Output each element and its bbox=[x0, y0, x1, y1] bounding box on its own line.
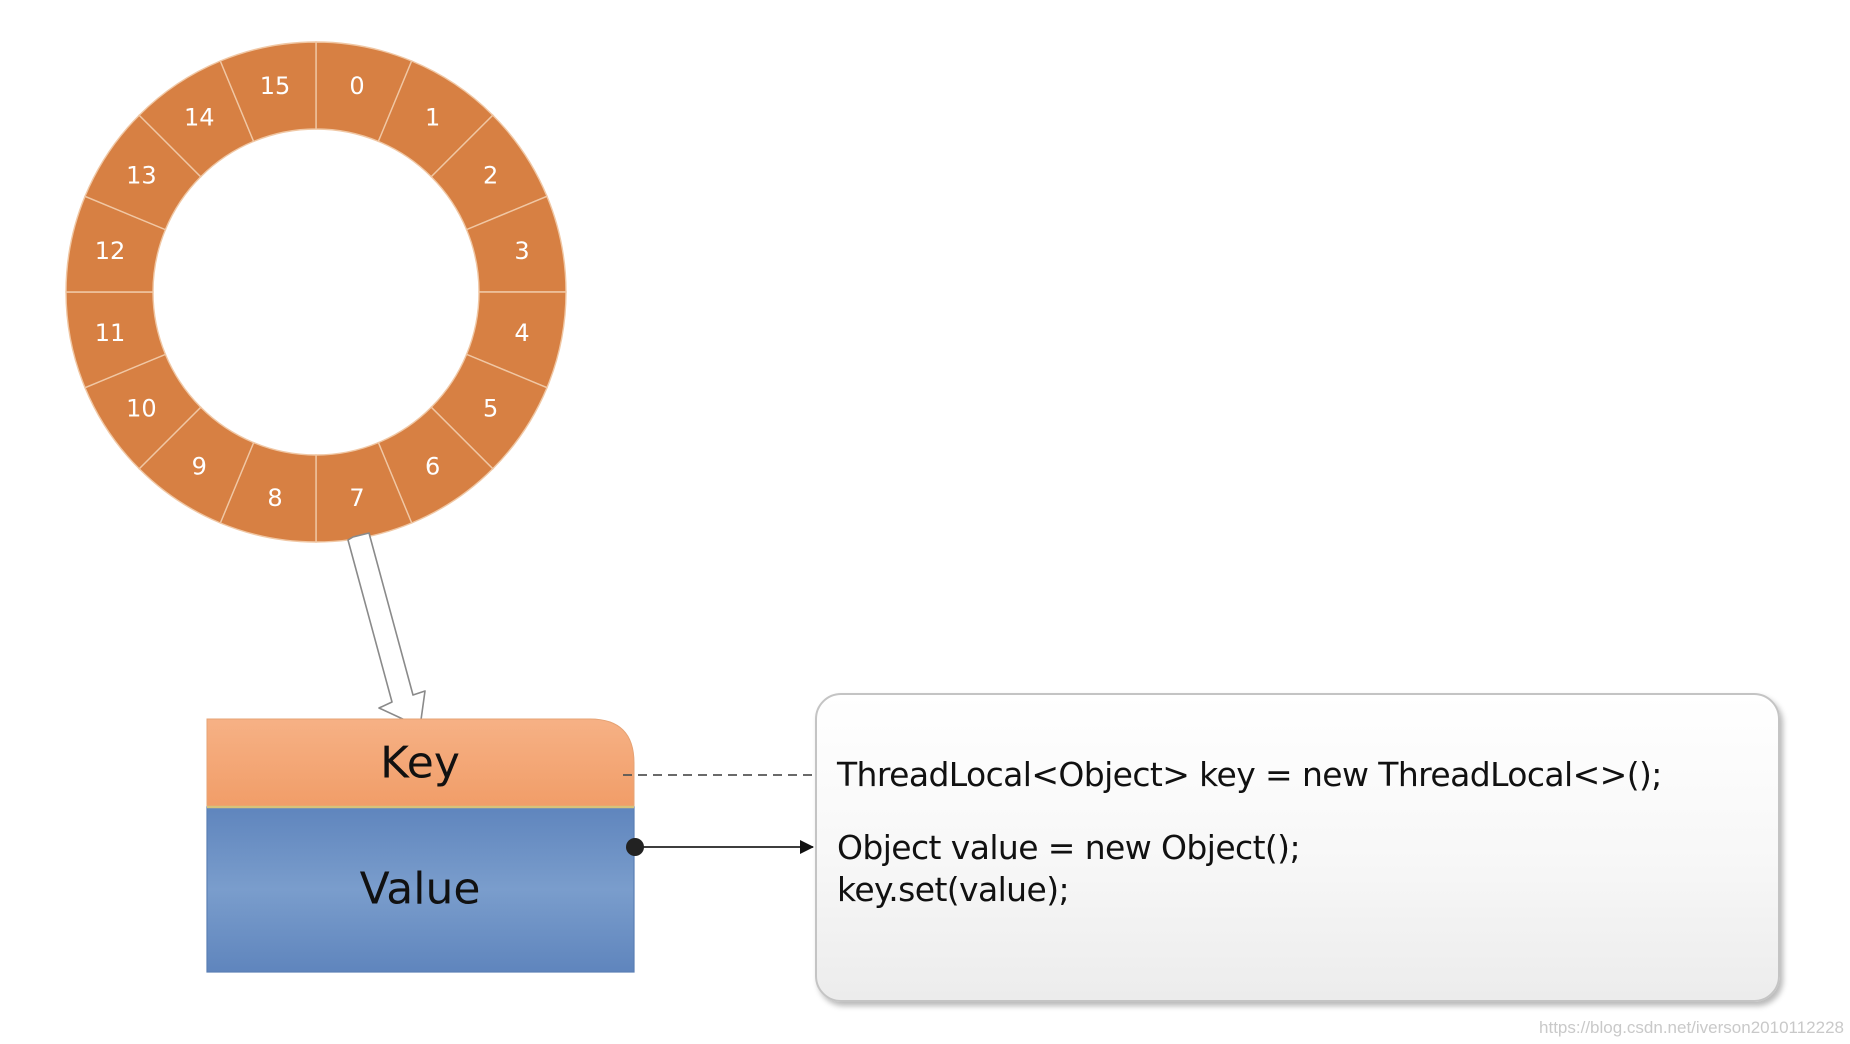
ring-slot-label-9: 9 bbox=[192, 453, 207, 481]
ring-slot-label-13: 13 bbox=[126, 161, 157, 189]
ring-slot-label-7: 7 bbox=[349, 484, 364, 512]
ring-slot-label-15: 15 bbox=[260, 72, 291, 100]
key-cell bbox=[206, 718, 635, 808]
value-cell bbox=[206, 806, 635, 973]
ring-slot-15 bbox=[219, 41, 317, 143]
ring-slot-label-1: 1 bbox=[425, 103, 440, 131]
hollow-down-arrow bbox=[347, 532, 426, 728]
code-line-threadlocal-declaration: ThreadLocal<Object> key = new ThreadLoca… bbox=[837, 755, 1662, 794]
watermark: https://blog.csdn.net/iverson2010112228 bbox=[1539, 1018, 1844, 1037]
map-entry: Key Value bbox=[206, 718, 635, 973]
value-connector-dot bbox=[626, 838, 644, 856]
ring-slot-label-10: 10 bbox=[126, 395, 157, 423]
ring-slot-label-12: 12 bbox=[95, 237, 126, 265]
ring-slot-label-0: 0 bbox=[349, 72, 364, 100]
ring-slot-label-4: 4 bbox=[514, 319, 529, 347]
ring-slot-label-14: 14 bbox=[184, 103, 215, 131]
ring-slot-label-11: 11 bbox=[95, 319, 126, 347]
ring-slot-label-5: 5 bbox=[483, 395, 498, 423]
value-label: Value bbox=[360, 864, 481, 915]
key-label: Key bbox=[380, 738, 460, 789]
code-line-key-set: key.set(value); bbox=[837, 870, 1070, 909]
ring-slot-label-2: 2 bbox=[483, 161, 498, 189]
ring-slot-label-8: 8 bbox=[267, 484, 282, 512]
code-callout-box: ThreadLocal<Object> key = new ThreadLoca… bbox=[815, 693, 1780, 1002]
ring-slot-label-6: 6 bbox=[425, 453, 440, 481]
code-line-object-value: Object value = new Object(); bbox=[837, 828, 1301, 867]
ring-slot-label-3: 3 bbox=[514, 237, 529, 265]
